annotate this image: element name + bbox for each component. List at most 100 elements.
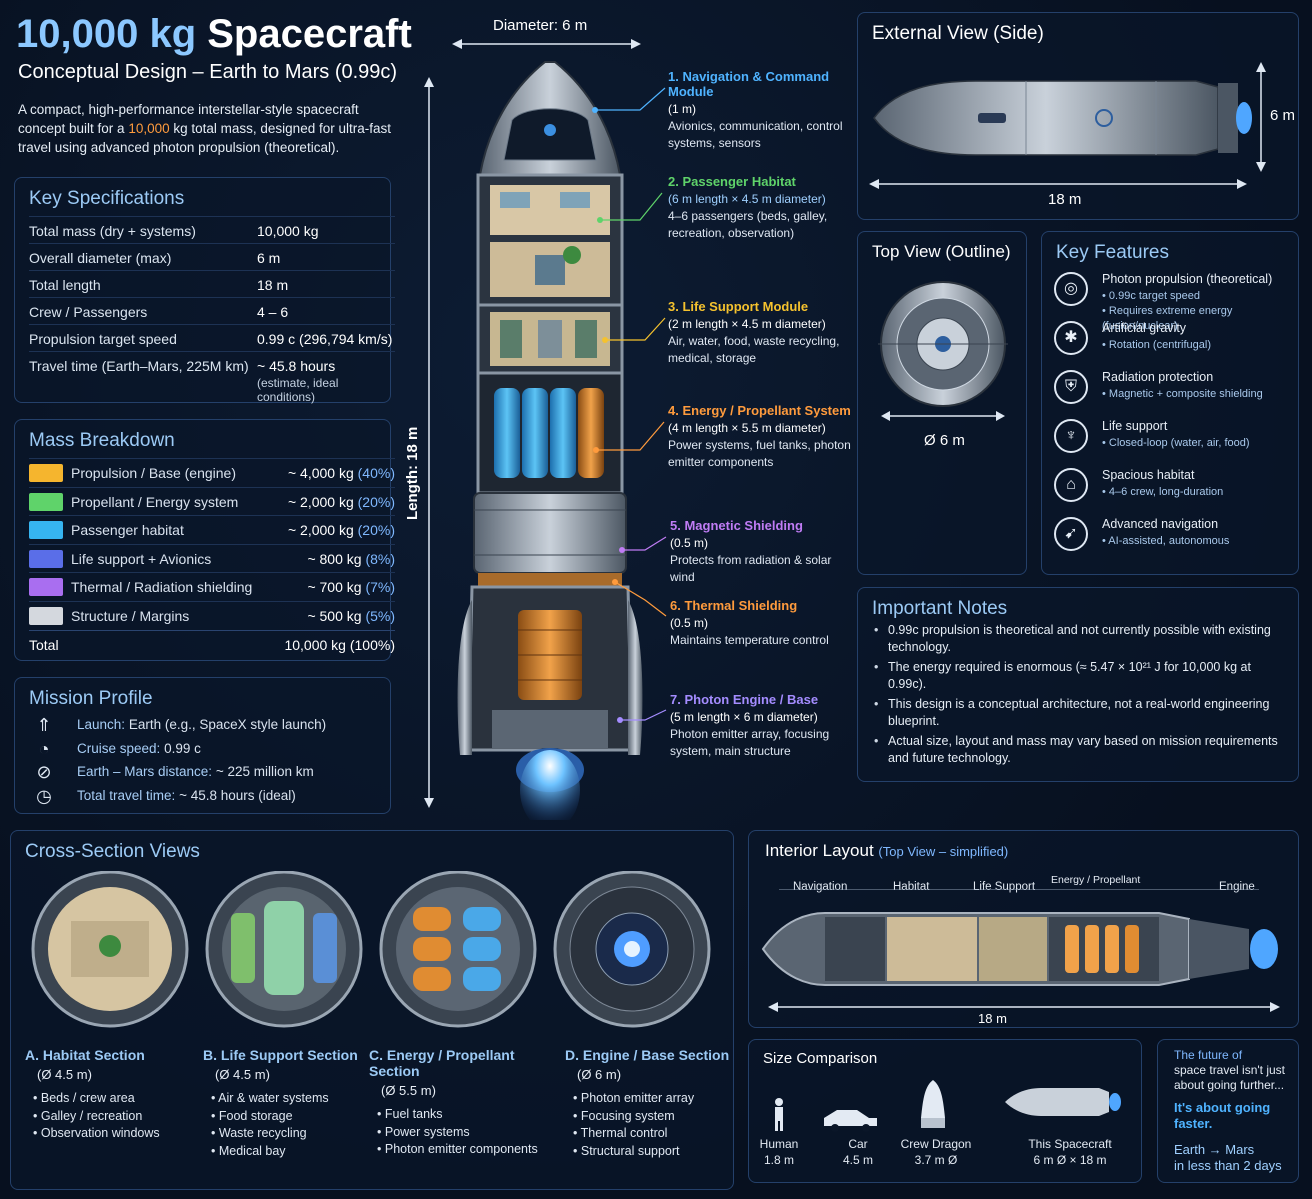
note-item: Actual size, layout and mass may vary ba… <box>874 733 1284 767</box>
spec-value: 10,000 kg <box>257 223 319 239</box>
navigation-icon: ➹ <box>1054 517 1088 551</box>
mass-label: Passenger habitat <box>71 522 184 538</box>
interior-section-label: Life Support <box>973 881 1036 893</box>
feature-description: • Closed-loop (water, air, food) <box>1102 436 1250 451</box>
feature-description: • 0.99c target speed • Requires extreme e… <box>1102 289 1304 334</box>
callout-dimensions: (5 m length × 6 m diameter) <box>670 710 818 724</box>
mass-value-percent: (40%) <box>357 465 395 481</box>
cross-section-name: A. Habitat Section <box>25 1047 145 1063</box>
mission-row: ◔Cruise speed: 0.99 c <box>33 738 383 760</box>
mass-value-kg: ~ 700 kg <box>307 579 362 595</box>
mass-value-kg: ~ 2,000 kg <box>287 522 354 538</box>
mass-label: Propulsion / Base (engine) <box>71 465 236 481</box>
mission-value: ~ 45.8 hours (ideal) <box>179 787 296 803</box>
spec-value-main: 0.99 c (296,794 km/s) <box>257 331 393 347</box>
feature-title: Artificial gravity <box>1102 321 1187 335</box>
energy-cross-section <box>379 871 537 1028</box>
feature-detail: • Requires extreme energy (fusion/nuclea… <box>1102 305 1233 332</box>
callout-6: 6. Thermal Shielding(0.5 m)Maintains tem… <box>670 598 855 649</box>
mission-row: ◷Total travel time: ~ 45.8 hours (ideal) <box>33 785 383 807</box>
feature-item: ➹Advanced navigation• AI-assisted, auton… <box>1054 517 1304 563</box>
mission-profile-title: Mission Profile <box>29 688 153 709</box>
mass-value-percent: (20%) <box>357 522 395 538</box>
mass-value-percent: (20%) <box>357 493 395 510</box>
mass-swatch <box>29 606 63 625</box>
spec-row: Total mass (dry + systems)10,000 kg <box>29 216 395 243</box>
mission-label: Total travel time: <box>77 787 176 803</box>
callout-description: 4–6 passengers (beds, galley, recreation… <box>668 209 828 240</box>
rocket-icon: ⇑ <box>36 715 52 735</box>
mass-value-percent: (5%) <box>365 607 395 624</box>
mass-label: Life support + Avionics <box>71 550 212 567</box>
callout-dimensions: (2 m length × 4.5 m diameter) <box>668 317 826 331</box>
mission-text: Launch: Earth (e.g., SpaceX style launch… <box>77 717 326 732</box>
interior-length-label: 18 m <box>978 1011 1007 1026</box>
cross-section-list-item: Photon emitter components <box>377 1141 545 1159</box>
key-features-panel: Key Features ◎Photon propulsion (theoret… <box>1041 231 1299 575</box>
cross-section-diameter: (Ø 4.5 m) <box>215 1067 270 1082</box>
mass-value-kg: ~ 500 kg <box>307 607 362 624</box>
cross-section-list-item: Structural support <box>573 1143 741 1161</box>
gravity-icon: ✱ <box>1054 321 1088 355</box>
feature-title: Life support <box>1102 419 1168 433</box>
callout-dimensions: (0.5 m) <box>670 536 709 550</box>
cross-section-list-item: Power systems <box>377 1124 545 1142</box>
mission-label: Earth – Mars distance: <box>77 764 213 779</box>
note-item: This design is a conceptual architecture… <box>874 696 1284 730</box>
cross-section-list: Beds / crew areaGalley / recreationObser… <box>25 1090 201 1143</box>
cross-section-name: C. Energy / Propellant Section <box>369 1047 515 1079</box>
spacecraft-cutaway-diagram <box>424 39 667 820</box>
life-support-icon: ♆ <box>1054 419 1088 453</box>
page-subtitle: Conceptual Design – Earth to Mars (0.99c… <box>18 61 398 83</box>
feature-title: Photon propulsion (theoretical) <box>1102 272 1273 286</box>
size-item-dimension: 6 m Ø × 18 m <box>1033 1153 1107 1167</box>
important-notes-panel: Important Notes 0.99c propulsion is theo… <box>857 587 1299 782</box>
cross-section-list: Photon emitter arrayFocusing systemTherm… <box>565 1090 741 1160</box>
spec-value-main: 18 m <box>257 277 289 293</box>
mass-value-percent: (8%) <box>365 550 395 567</box>
external-view-title: External View (Side) <box>872 23 1044 44</box>
feature-detail: • Rotation (centrifugal) <box>1102 339 1212 351</box>
mission-label: Cruise speed: <box>77 740 161 756</box>
feature-title: Advanced navigation <box>1102 517 1219 531</box>
size-comparison-title: Size Comparison <box>763 1050 878 1067</box>
size-item-name: This Spacecraft <box>1028 1137 1112 1151</box>
cross-section-list: Air & water systemsFood storageWaste rec… <box>203 1090 379 1160</box>
spec-key: Travel time (Earth–Mars, 225M km) <box>29 358 249 374</box>
cross-section-name: B. Life Support Section <box>203 1047 358 1063</box>
cross-section-list-item: Waste recycling <box>211 1125 379 1143</box>
interior-section-label: Energy / Propellant <box>1051 874 1141 886</box>
diameter-label: Diameter: 6 m <box>493 17 588 34</box>
key-features-title: Key Features <box>1056 242 1169 263</box>
callout-dimensions: (4 m length × 5.5 m diameter) <box>668 421 826 435</box>
spec-value-main: 6 m <box>257 250 281 266</box>
feature-title: Spacious habitat <box>1102 468 1195 482</box>
spec-value: ~ 45.8 hours(estimate, ideal conditions) <box>257 358 395 404</box>
callout-description: Air, water, food, waste recycling, medic… <box>668 334 840 365</box>
callout-title: 3. Life Support Module <box>668 299 809 314</box>
interior-layout-title: Interior Layout (Top View – simplified) <box>765 841 1009 860</box>
cross-section-list-item: Fuel tanks <box>377 1106 545 1124</box>
callout-description: Maintains temperature control <box>670 633 829 647</box>
speed-icon: ◔ <box>38 738 50 759</box>
cross-section-list-item: Air & water systems <box>211 1090 379 1108</box>
mission-value: Earth (e.g., SpaceX style launch) <box>128 717 327 732</box>
mass-label: Thermal / Radiation shielding <box>71 579 253 595</box>
key-specifications-panel: Key Specifications Total mass (dry + sys… <box>14 177 395 404</box>
cross-section-caption: B. Life Support Section (Ø 4.5 m) Air & wa… <box>203 1047 379 1160</box>
mass-value: ~ 800 kg (8%) <box>307 551 395 567</box>
mass-swatch <box>29 521 63 539</box>
callout-dimensions: (0.5 m) <box>670 616 709 630</box>
callout-description: Photon emitter array, focusing system, m… <box>670 727 830 758</box>
top-view-title: Top View (Outline) <box>872 242 1011 261</box>
life-support-cross-section <box>205 871 363 1028</box>
callout-dimensions: (1 m) <box>668 102 696 116</box>
feature-description: • Rotation (centrifugal) <box>1102 338 1211 353</box>
cross-section-list-item: Food storage <box>211 1108 379 1126</box>
external-dimension-arrows <box>869 62 1266 189</box>
feature-detail: • 0.99c target speed <box>1102 290 1201 302</box>
page-title: 10,000 kg Spacecraft <box>16 12 412 56</box>
external-side-view <box>873 80 1252 156</box>
cross-section-diameter: (Ø 5.5 m) <box>381 1083 436 1098</box>
